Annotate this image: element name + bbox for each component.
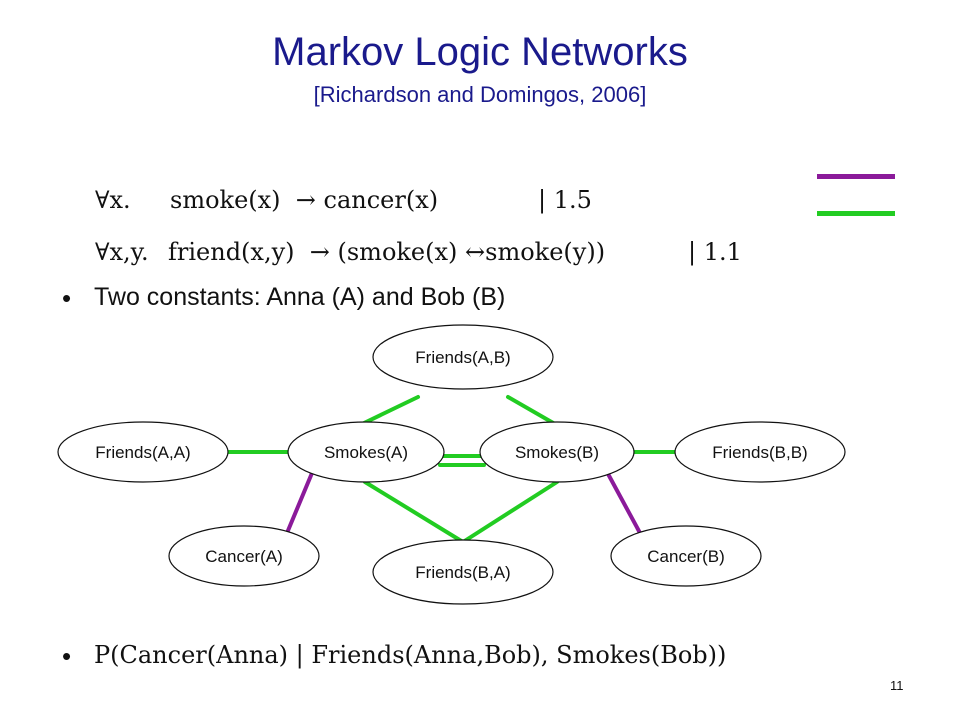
node-ellipse-fbb	[674, 421, 846, 483]
slide-title: Markov Logic Networks	[272, 30, 688, 74]
edge-sb-fba	[461, 480, 559, 544]
formula-1-body: smoke(x) → cancer(x)	[170, 186, 439, 214]
node-label-sa: Smokes(A)	[324, 443, 408, 462]
node-fab: Friends(A,B)	[372, 324, 554, 390]
node-ellipse-cb	[610, 525, 762, 587]
formula-2-weight: | 1.1	[688, 238, 742, 266]
node-label-fbb: Friends(B,B)	[712, 443, 807, 462]
node-sb: Smokes(B)	[479, 421, 635, 483]
formula-1-weight: | 1.5	[538, 186, 592, 214]
edge-sb-cb	[605, 470, 642, 535]
node-fba: Friends(B,A)	[372, 539, 554, 605]
node-sa: Smokes(A)	[287, 421, 445, 483]
bullet-2-marker: •	[62, 641, 72, 671]
node-faa: Friends(A,A)	[57, 421, 229, 483]
node-label-fab: Friends(A,B)	[415, 348, 510, 367]
node-ca: Cancer(A)	[168, 525, 320, 587]
node-label-sb: Smokes(B)	[515, 443, 599, 462]
node-label-cb: Cancer(B)	[647, 547, 724, 566]
edge-sa-fba	[363, 480, 465, 544]
node-ellipse-ca	[168, 525, 320, 587]
node-label-fba: Friends(B,A)	[415, 563, 510, 582]
formula-2-quantifier: ∀x,y.	[95, 238, 149, 266]
edge-fab-sa	[360, 395, 420, 426]
node-ellipse-fba	[372, 539, 554, 605]
bullet-1-text: Two constants: Anna (A) and Bob (B)	[94, 283, 506, 311]
bullet-2-text: P(Cancer(Anna) | Friends(Anna,Bob), Smok…	[94, 641, 727, 669]
node-ellipse-fab	[372, 324, 554, 390]
bullet-1-marker: •	[62, 283, 72, 313]
node-cb: Cancer(B)	[610, 525, 762, 587]
node-ellipse-sb	[479, 421, 635, 483]
node-label-faa: Friends(A,A)	[95, 443, 190, 462]
node-fbb: Friends(B,B)	[674, 421, 846, 483]
page-number: 11	[890, 678, 904, 693]
node-label-ca: Cancer(A)	[205, 547, 282, 566]
node-ellipse-faa	[57, 421, 229, 483]
edge-sa-ca	[285, 471, 314, 535]
formula-2-body: friend(x,y) → (smoke(x) ↔smoke(y))	[168, 238, 606, 266]
formula-1-quantifier: ∀x.	[95, 186, 131, 214]
formula-2-color-line	[817, 211, 895, 216]
node-ellipse-sa	[287, 421, 445, 483]
formula-1-color-line	[817, 174, 895, 179]
edge-fab-sb	[506, 395, 557, 426]
slide-subtitle: [Richardson and Domingos, 2006]	[313, 82, 647, 107]
